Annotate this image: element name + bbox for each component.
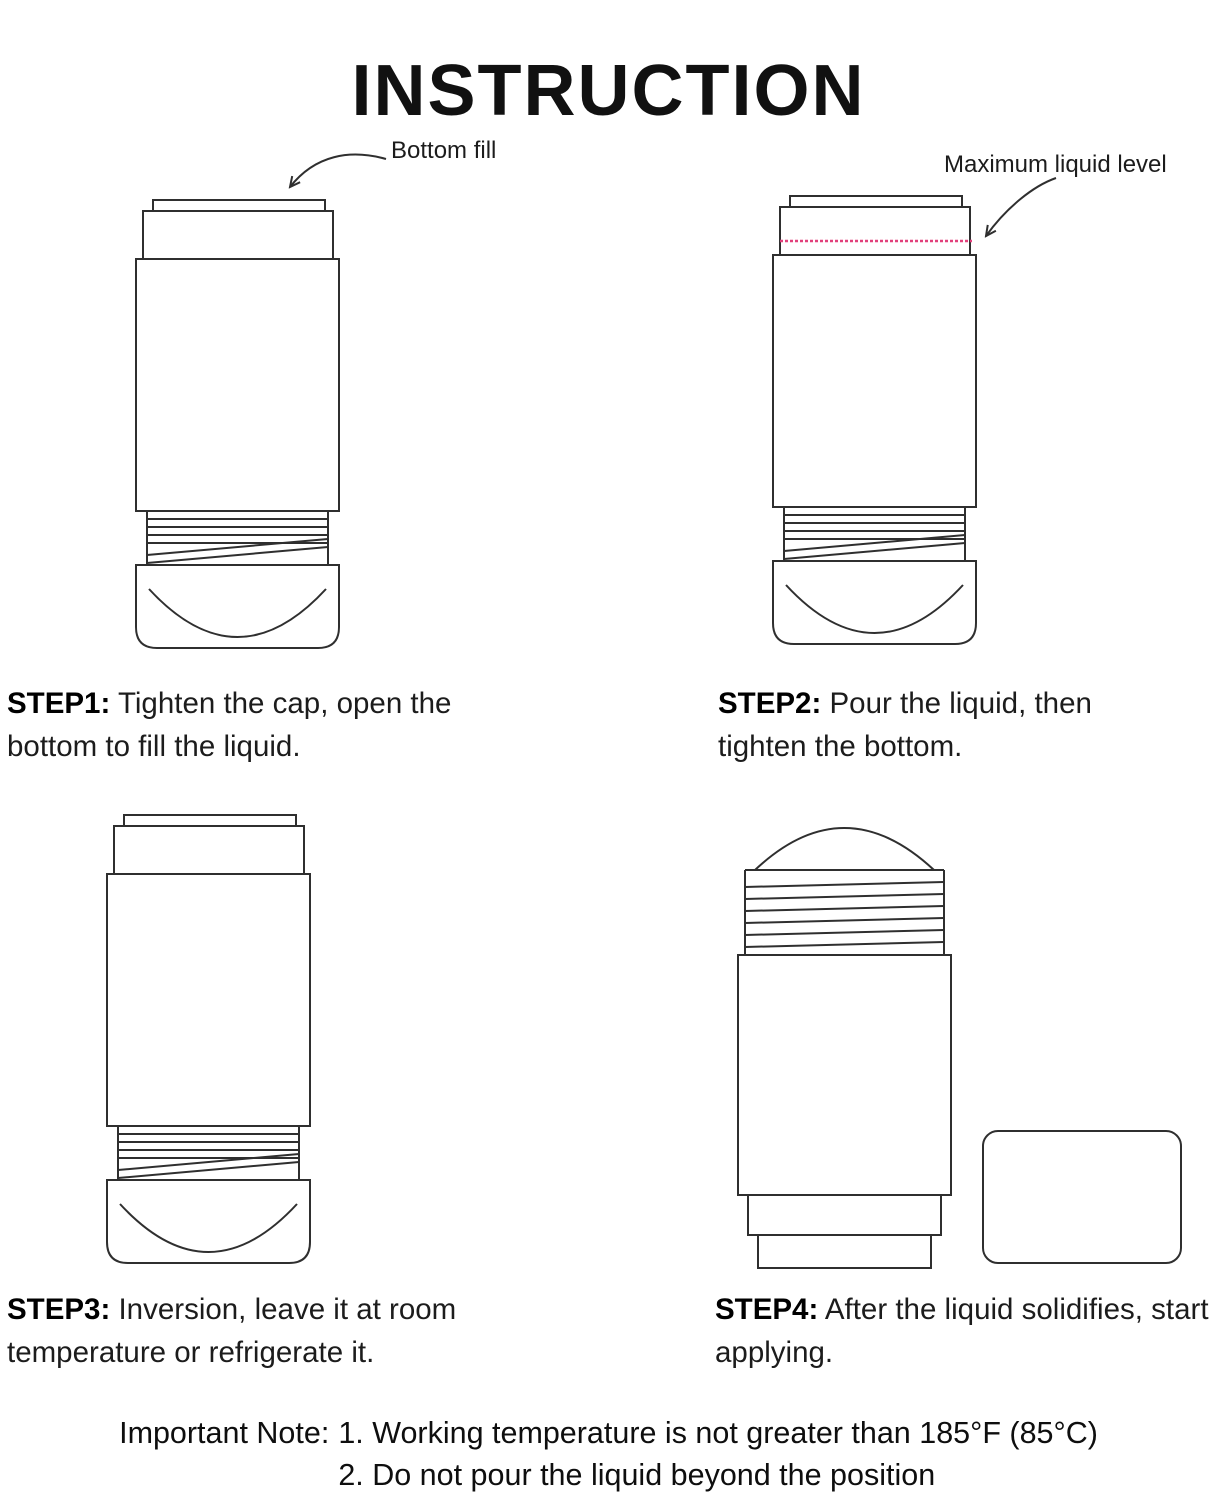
step3-label: STEP3: xyxy=(7,1293,111,1326)
important-note-items: 1. Working temperature is not greater th… xyxy=(338,1412,1098,1496)
step1-text: Tighten the cap, open the bottom to fill… xyxy=(7,687,452,763)
note-item-1: 1. Working temperature is not greater th… xyxy=(338,1416,1098,1450)
step3-caption: STEP3: Inversion, leave it at room tempe… xyxy=(7,1289,547,1375)
step4-caption: STEP4: After the liquid solidifies, star… xyxy=(715,1289,1217,1375)
step2-container-illustration xyxy=(772,195,977,645)
step4-text: After the liquid solidifies, start apply… xyxy=(715,1293,1209,1369)
curved-arrow-icon xyxy=(978,177,1057,244)
step1-caption: STEP1: Tighten the cap, open the bottom … xyxy=(7,683,479,769)
step3-text: Inversion, leave it at room temperature … xyxy=(7,1293,457,1369)
note-item-2: 2. Do not pour the liquid beyond the pos… xyxy=(338,1458,936,1493)
max-liquid-level-label: Maximum liquid level xyxy=(944,151,1167,178)
step4-container-illustration xyxy=(737,827,952,1269)
step2-label: STEP2: xyxy=(718,687,822,720)
step4-removed-cap-illustration xyxy=(982,1130,1182,1264)
step2-caption: STEP2: Pour the liquid, then tighten the… xyxy=(718,683,1178,769)
step3-container-illustration xyxy=(106,814,311,1264)
step1-container-illustration xyxy=(135,199,340,649)
curved-arrow-icon xyxy=(280,153,387,199)
page-title: INSTRUCTION xyxy=(351,51,866,132)
bottom-fill-label: Bottom fill xyxy=(391,137,497,164)
step4-label: STEP4: xyxy=(715,1293,819,1326)
important-note-label: Important Note: xyxy=(119,1416,330,1450)
step2-text: Pour the liquid, then tighten the bottom… xyxy=(718,687,1092,763)
important-note: Important Note: 1. Working temperature i… xyxy=(0,1412,1217,1496)
step1-label: STEP1: xyxy=(7,687,111,720)
